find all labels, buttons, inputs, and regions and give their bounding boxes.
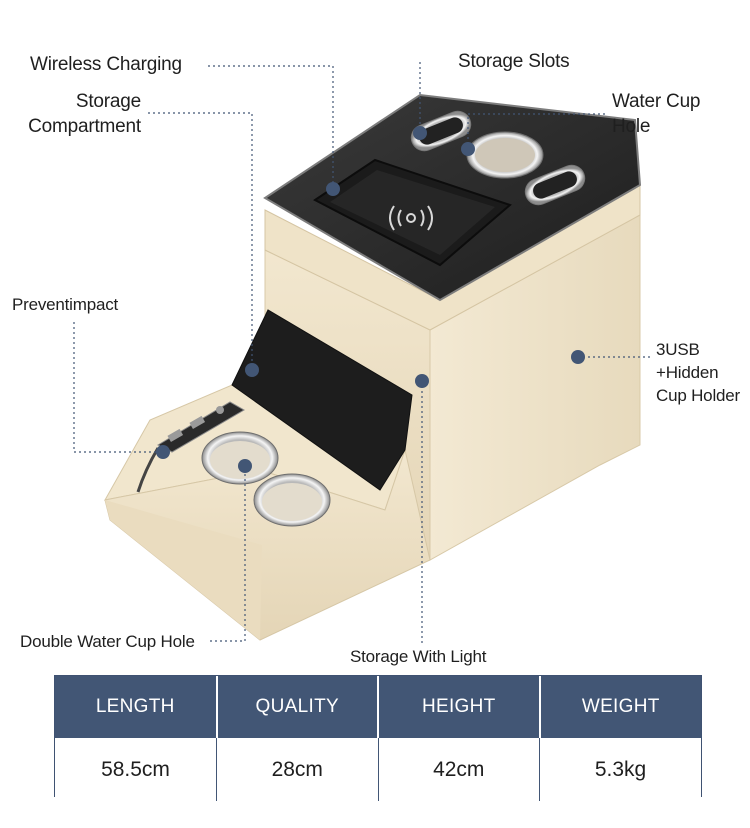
wireless-charging-icon <box>389 205 433 231</box>
label-usb-hidden-cup-holder: 3USB +Hidden Cup Holder <box>656 340 740 405</box>
top-cup-holder <box>466 131 544 179</box>
spec-header-quality: QUALITY <box>216 676 379 738</box>
spec-header-length: LENGTH <box>55 676 218 738</box>
label-double-water-cup-hole: Double Water Cup Hole <box>20 632 195 651</box>
storage-slot-left <box>410 110 472 152</box>
spec-value-weight: 5.3kg <box>539 738 701 801</box>
label-wireless-charging: Wireless Charging <box>30 54 182 75</box>
spec-table: LENGTH QUALITY HEIGHT WEIGHT 58.5cm 28cm… <box>54 675 702 801</box>
label-water-cup-hole: Water Cup Hole <box>612 91 701 137</box>
spec-value-length: 58.5cm <box>55 738 217 801</box>
label-storage-with-light: Storage With Light <box>350 647 487 666</box>
center-console-illustration <box>73 62 650 644</box>
spec-value-quality: 28cm <box>216 738 379 801</box>
marker-dots <box>156 126 585 473</box>
storage-slot-right <box>524 164 586 206</box>
spec-header-weight: WEIGHT <box>539 676 701 738</box>
spec-header-row: LENGTH QUALITY HEIGHT WEIGHT <box>55 676 701 738</box>
label-storage-slots: Storage Slots <box>458 51 570 72</box>
spec-value-row: 58.5cm 28cm 42cm 5.3kg <box>55 738 701 801</box>
leader-lines <box>73 62 650 644</box>
spec-value-height: 42cm <box>378 738 540 801</box>
label-prevent-impact: Preventimpact <box>12 295 119 314</box>
spec-header-height: HEIGHT <box>378 676 541 738</box>
storage-opening <box>231 309 413 491</box>
lower-cup-holder-left <box>201 431 279 485</box>
lower-cup-holder-right <box>253 473 331 527</box>
label-storage-compartment: Storage Compartment <box>28 91 141 137</box>
